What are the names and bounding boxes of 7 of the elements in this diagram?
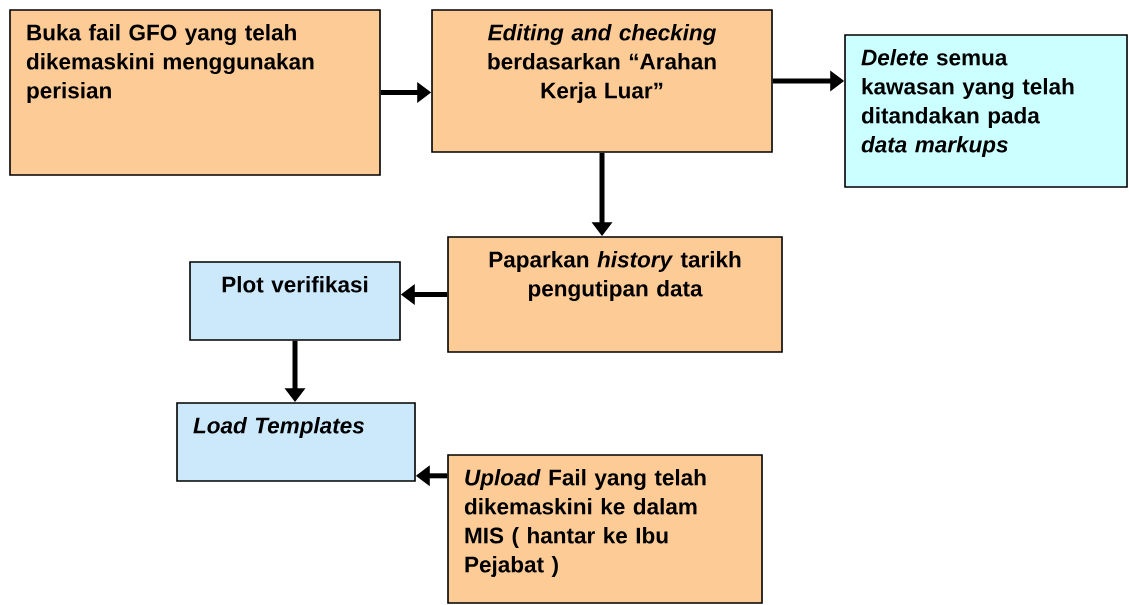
process-box: Delete semua kawasan yang telah ditandakan pada data markups [844, 34, 1128, 188]
process-box: Editing and checking berdasarkan “Arahan Kerja Luar” [431, 9, 773, 153]
process-box: Upload Fail yang telah dikemaskini ke dalam MIS ( hantar ke Ibu Pejabat ) [447, 454, 763, 604]
process-box: Load Templates [176, 402, 416, 482]
process-box: Plot verifikasi [189, 261, 401, 341]
process-box: Buka fail GFO yang telah dikemaskini menggunakan perisian [9, 9, 381, 176]
process-box: Paparkan history tarikh pengutipan data [447, 236, 783, 353]
